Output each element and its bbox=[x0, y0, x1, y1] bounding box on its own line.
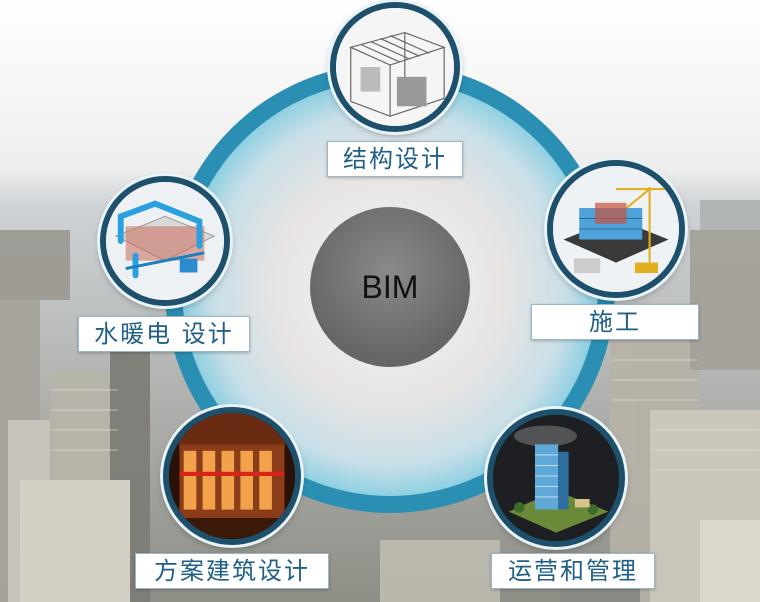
office-tower-icon bbox=[493, 415, 619, 541]
construction-node[interactable] bbox=[547, 160, 685, 298]
architecture-design-label: 方案建筑设计 bbox=[135, 553, 329, 589]
architecture-design-node[interactable] bbox=[163, 407, 301, 545]
mep-piping-icon bbox=[106, 182, 224, 300]
structure-design-node[interactable] bbox=[330, 2, 460, 132]
steel-structure-icon bbox=[336, 8, 454, 126]
operations-node[interactable] bbox=[487, 409, 625, 547]
mep-design-node[interactable] bbox=[100, 176, 230, 306]
construction-crane-icon bbox=[553, 166, 679, 292]
operations-label: 运营和管理 bbox=[491, 553, 655, 589]
bim-center-disc: BIM bbox=[310, 207, 470, 367]
structure-design-label: 结构设计 bbox=[327, 141, 463, 177]
interior-rendering-icon bbox=[169, 413, 295, 539]
construction-label: 施工 bbox=[531, 304, 699, 340]
mep-design-label: 水暖电 设计 bbox=[78, 316, 250, 352]
bim-center-label: BIM bbox=[361, 268, 419, 305]
